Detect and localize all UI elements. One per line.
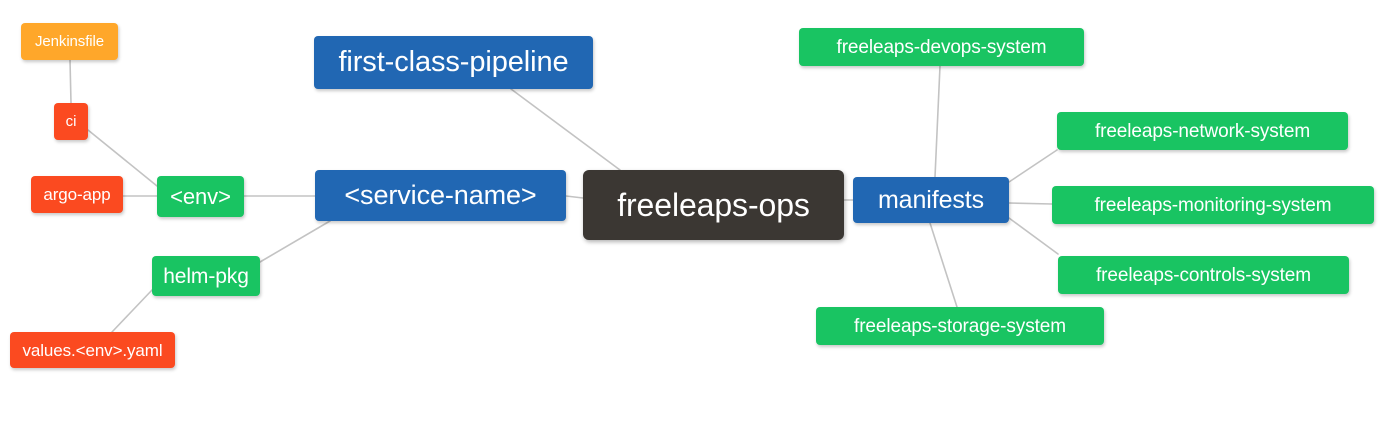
node-label-freeleaps-devops-system: freeleaps-devops-system — [836, 36, 1047, 58]
node-manifests[interactable]: manifests — [853, 177, 1009, 223]
node-env[interactable]: <env> — [157, 176, 244, 217]
node-jenkinsfile[interactable]: Jenkinsfile — [21, 23, 118, 60]
node-freeleaps-network-system[interactable]: freeleaps-network-system — [1057, 112, 1348, 150]
node-label-freeleaps-monitoring-system: freeleaps-monitoring-system — [1094, 194, 1332, 216]
node-label-first-class-pipeline: first-class-pipeline — [338, 46, 569, 78]
node-label-ci: ci — [65, 113, 77, 130]
node-label-argo-app: argo-app — [43, 185, 111, 204]
node-label-values-yaml: values.<env>.yaml — [22, 340, 163, 360]
node-values-yaml[interactable]: values.<env>.yaml — [10, 332, 175, 368]
node-label-freeleaps-storage-system: freeleaps-storage-system — [854, 315, 1066, 337]
node-freeleaps-monitoring-system[interactable]: freeleaps-monitoring-system — [1052, 186, 1374, 224]
node-freeleaps-storage-system[interactable]: freeleaps-storage-system — [816, 307, 1104, 345]
node-label-freeleaps-ops: freeleaps-ops — [617, 187, 810, 223]
node-service-name[interactable]: <service-name> — [315, 170, 566, 221]
node-first-class-pipeline[interactable]: first-class-pipeline — [314, 36, 593, 89]
node-label-env: <env> — [170, 183, 231, 209]
node-freeleaps-ops[interactable]: freeleaps-ops — [583, 170, 844, 240]
node-label-jenkinsfile: Jenkinsfile — [35, 33, 104, 50]
node-label-freeleaps-controls-system: freeleaps-controls-system — [1095, 264, 1312, 286]
node-freeleaps-devops-system[interactable]: freeleaps-devops-system — [799, 28, 1084, 66]
node-label-manifests: manifests — [877, 185, 985, 214]
node-label-service-name: <service-name> — [344, 180, 537, 210]
node-argo-app[interactable]: argo-app — [31, 176, 123, 213]
node-ci[interactable]: ci — [54, 103, 88, 140]
node-label-helm-pkg: helm-pkg — [163, 264, 249, 288]
node-freeleaps-controls-system[interactable]: freeleaps-controls-system — [1058, 256, 1349, 294]
node-helm-pkg[interactable]: helm-pkg — [152, 256, 260, 296]
node-label-freeleaps-network-system: freeleaps-network-system — [1094, 120, 1311, 142]
